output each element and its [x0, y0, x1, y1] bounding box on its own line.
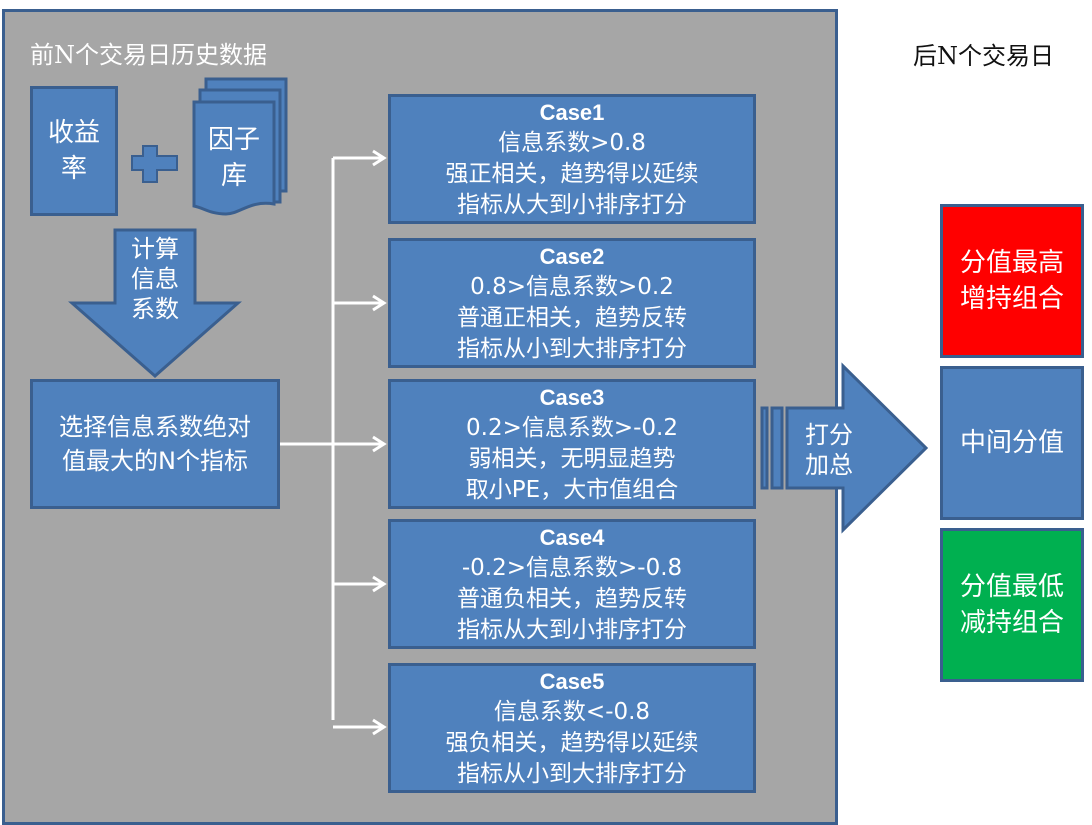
compute-label-line3: 系数 [131, 295, 179, 323]
compute-ic-label: 计算 信息 系数 [115, 234, 195, 324]
compute-down-arrow [68, 228, 242, 378]
case-description: 强正相关，趋势得以延续 [445, 161, 699, 187]
case-action: 指标从小到大排序打分 [457, 761, 687, 787]
panel-title: 前N个交易日历史数据 [30, 41, 267, 69]
case-condition: 0.8>信息系数>0.2 [470, 274, 674, 300]
middle-score-box: 中间分值 [940, 366, 1084, 520]
score-sum-arrow [760, 362, 929, 534]
case-description: 强负相关，趋势得以延续 [445, 730, 699, 756]
plus-icon [131, 145, 178, 183]
factor-label-line1: 因子 [207, 125, 260, 155]
factor-library-document-stack-icon [192, 77, 288, 216]
select-indicators-box: 选择信息系数绝对 值最大的N个指标 [30, 379, 280, 509]
box-label-line1: 分值最低 [959, 572, 1064, 602]
factor-label-line2: 库 [220, 161, 247, 191]
case-box-3: Case3 0.2>信息系数>-0.2 弱相关，无明显趋势 取小PE，大市值组合 [388, 379, 756, 509]
case-description: 普通正相关，趋势反转 [457, 305, 687, 331]
highest-score-overweight-box: 分值最高 增持组合 [940, 204, 1084, 358]
case-action: 指标从大到小排序打分 [457, 192, 687, 218]
factor-library-label: 因子 库 [196, 122, 272, 194]
case-action: 取小PE，大市值组合 [465, 477, 679, 503]
box-label-line1: 中间分值 [959, 428, 1064, 458]
case-description: 弱相关，无明显趋势 [468, 446, 676, 472]
case-action: 指标从小到大排序打分 [457, 336, 687, 362]
compute-label-line2: 信息 [131, 265, 179, 293]
case-title: Case2 [539, 244, 605, 269]
lowest-score-underweight-box: 分值最低 减持组合 [940, 528, 1084, 682]
case-condition: 信息系数<-0.8 [493, 699, 651, 725]
returns-label-line1: 收益 [47, 118, 100, 148]
compute-label-line1: 计算 [131, 235, 179, 263]
box-label-line2: 减持组合 [959, 608, 1064, 638]
case-box-2: Case2 0.8>信息系数>0.2 普通正相关，趋势反转 指标从小到大排序打分 [388, 238, 756, 368]
case-box-5: Case5 信息系数<-0.8 强负相关，趋势得以延续 指标从小到大排序打分 [388, 663, 756, 793]
box-label-line2: 增持组合 [959, 284, 1064, 314]
case-condition: -0.2>信息系数>-0.8 [461, 555, 683, 581]
case-box-1: Case1 信息系数>0.8 强正相关，趋势得以延续 指标从大到小排序打分 [388, 94, 756, 224]
case-condition: 0.2>信息系数>-0.2 [466, 415, 678, 441]
connector-lines [278, 149, 387, 736]
case-title: Case3 [539, 385, 605, 410]
case-title: Case5 [539, 669, 605, 694]
future-days-title: 后N个交易日 [913, 42, 1054, 70]
case-description: 普通负相关，趋势反转 [457, 586, 687, 612]
case-condition: 信息系数>0.8 [498, 130, 646, 156]
select-label-line1: 选择信息系数绝对 [59, 413, 251, 441]
box-label-line1: 分值最高 [959, 248, 1064, 278]
returns-box: 收益 率 [30, 86, 118, 216]
returns-label-line2: 率 [60, 154, 87, 184]
case-title: Case1 [539, 100, 605, 125]
case-action: 指标从大到小排序打分 [457, 617, 687, 643]
score-sum-label: 打分 加总 [805, 420, 865, 480]
select-label-line2: 值最大的N个指标 [62, 447, 248, 475]
case-box-4: Case4 -0.2>信息系数>-0.8 普通负相关，趋势反转 指标从大到小排序… [388, 519, 756, 649]
score-label-line1: 打分 [805, 421, 853, 449]
case-title: Case4 [539, 525, 605, 550]
score-label-line2: 加总 [805, 451, 853, 479]
